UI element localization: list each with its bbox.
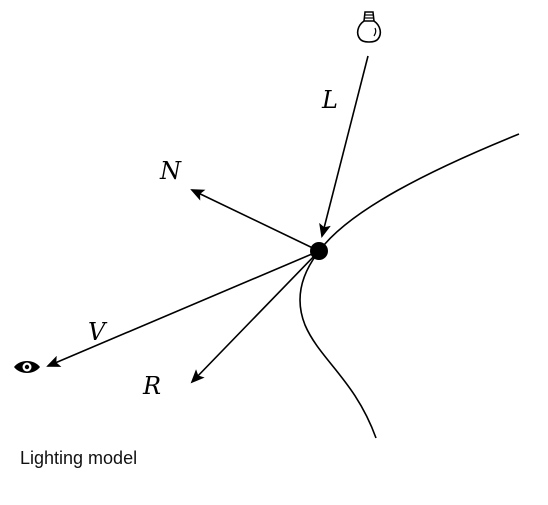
light-label: L [321, 86, 338, 114]
light-bulb-icon [356, 11, 382, 43]
caption: Lighting model [20, 448, 138, 468]
normal-label: N [159, 157, 182, 185]
eye-icon [14, 361, 40, 373]
view-label: V [88, 318, 108, 346]
surface-curve [299, 133, 520, 439]
surface-point [310, 242, 328, 260]
light-vector [319, 55, 369, 238]
reflect-label: R [142, 372, 161, 400]
view-vector [46, 250, 320, 367]
reflection-vector [190, 250, 320, 384]
normal-vector [190, 189, 320, 252]
